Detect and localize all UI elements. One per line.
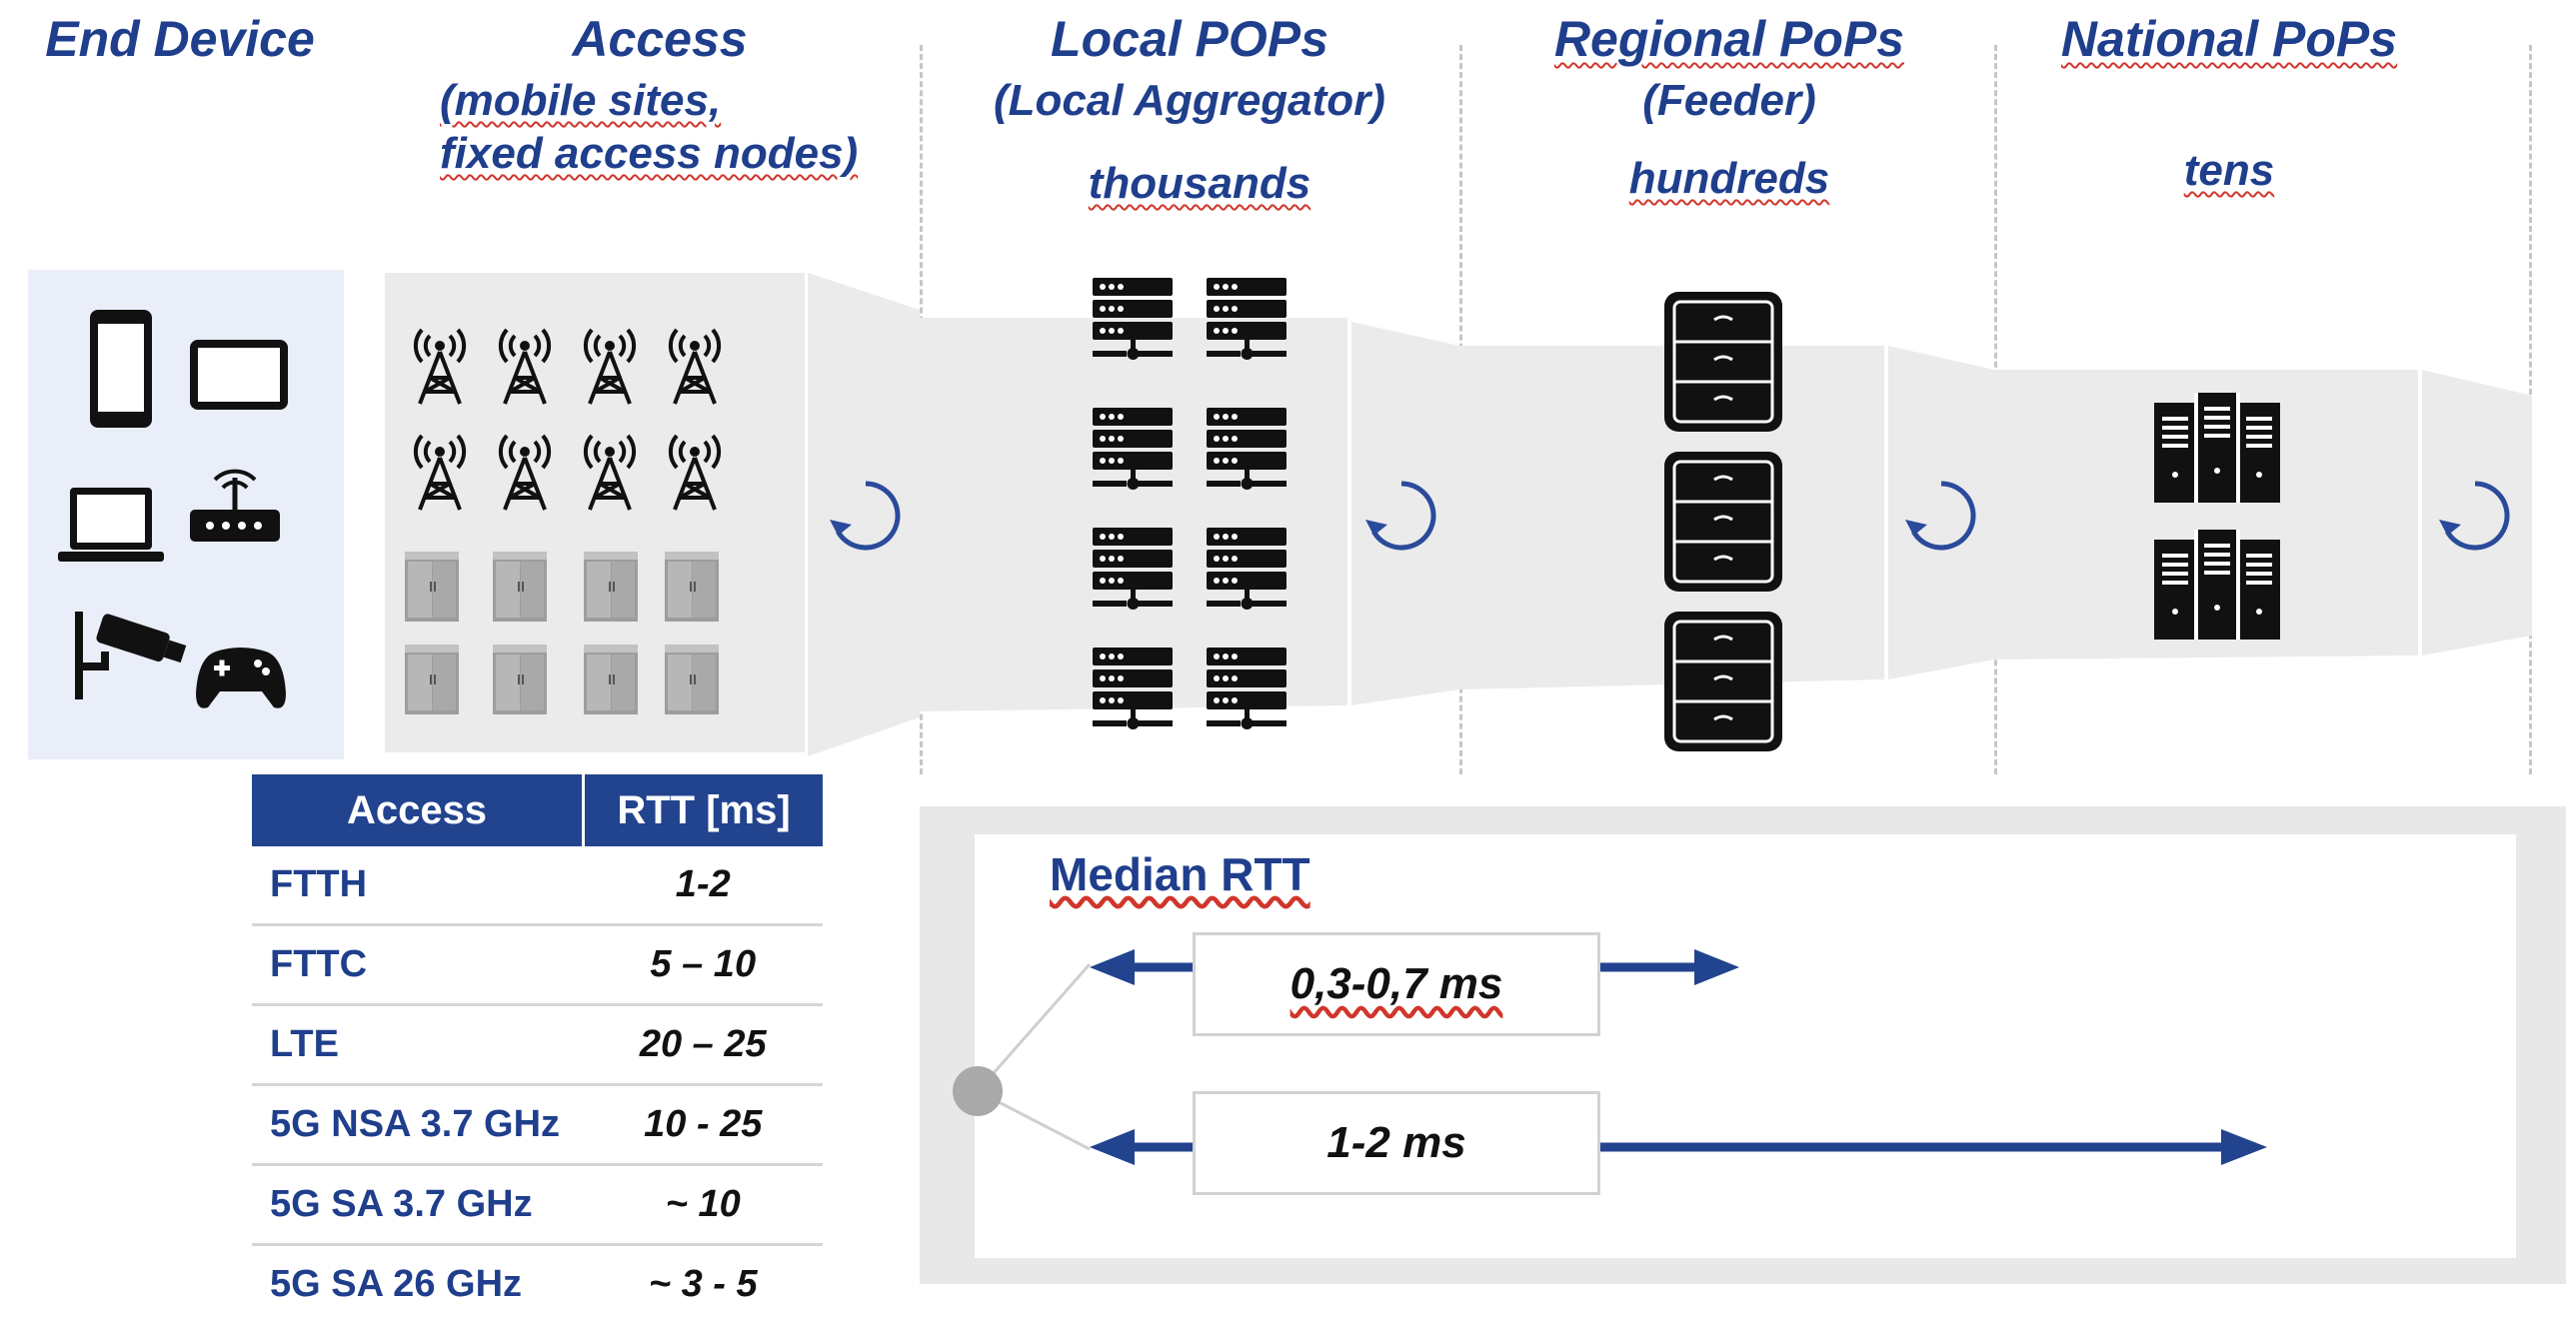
branch-line <box>978 964 1090 1091</box>
rtt-box-local: 0,3-0,7 ms <box>1193 932 1600 1036</box>
origin-dot <box>953 1066 1003 1116</box>
rtt-box-regional: 1-2 ms <box>1193 1091 1600 1195</box>
